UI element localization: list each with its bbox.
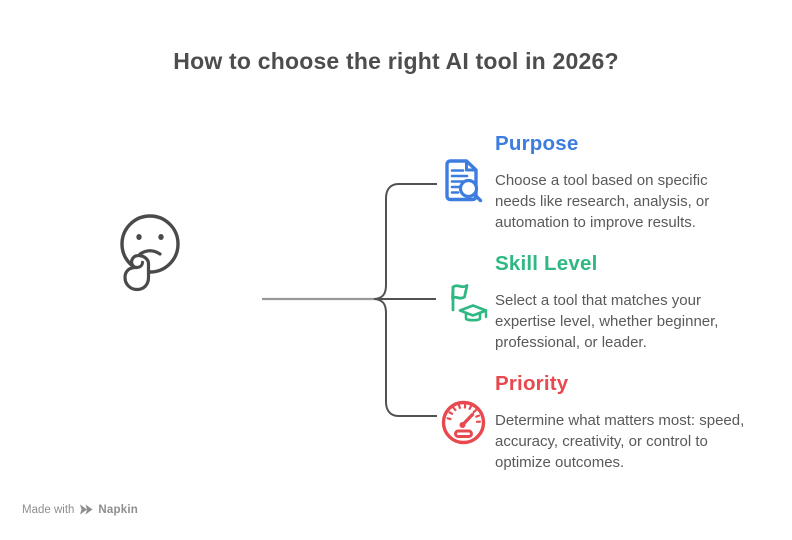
flag-graduation-cap-icon	[451, 284, 488, 322]
document-search-icon	[445, 159, 483, 203]
branch-heading-purpose: Purpose	[495, 132, 579, 155]
page-title: How to choose the right AI tool in 2026?	[173, 48, 619, 74]
speedometer-icon	[441, 400, 486, 445]
thinking-face-icon	[120, 214, 180, 292]
branch-description-priority: Determine what matters most: speed, accu…	[495, 412, 745, 471]
branch-heading-skill-level: Skill Level	[495, 252, 598, 275]
made-with-napkin-badge[interactable]: Made with Napkin	[22, 503, 138, 516]
napkin-logo-icon	[80, 504, 93, 515]
made-with-label: Made with	[22, 503, 75, 516]
branch-description-skill-level: Select a tool that matches your expertis…	[495, 292, 719, 351]
napkin-brand-label: Napkin	[98, 503, 138, 516]
branch-description-purpose: Choose a tool based on specific needs li…	[495, 172, 710, 231]
branch-heading-priority: Priority	[495, 372, 569, 395]
